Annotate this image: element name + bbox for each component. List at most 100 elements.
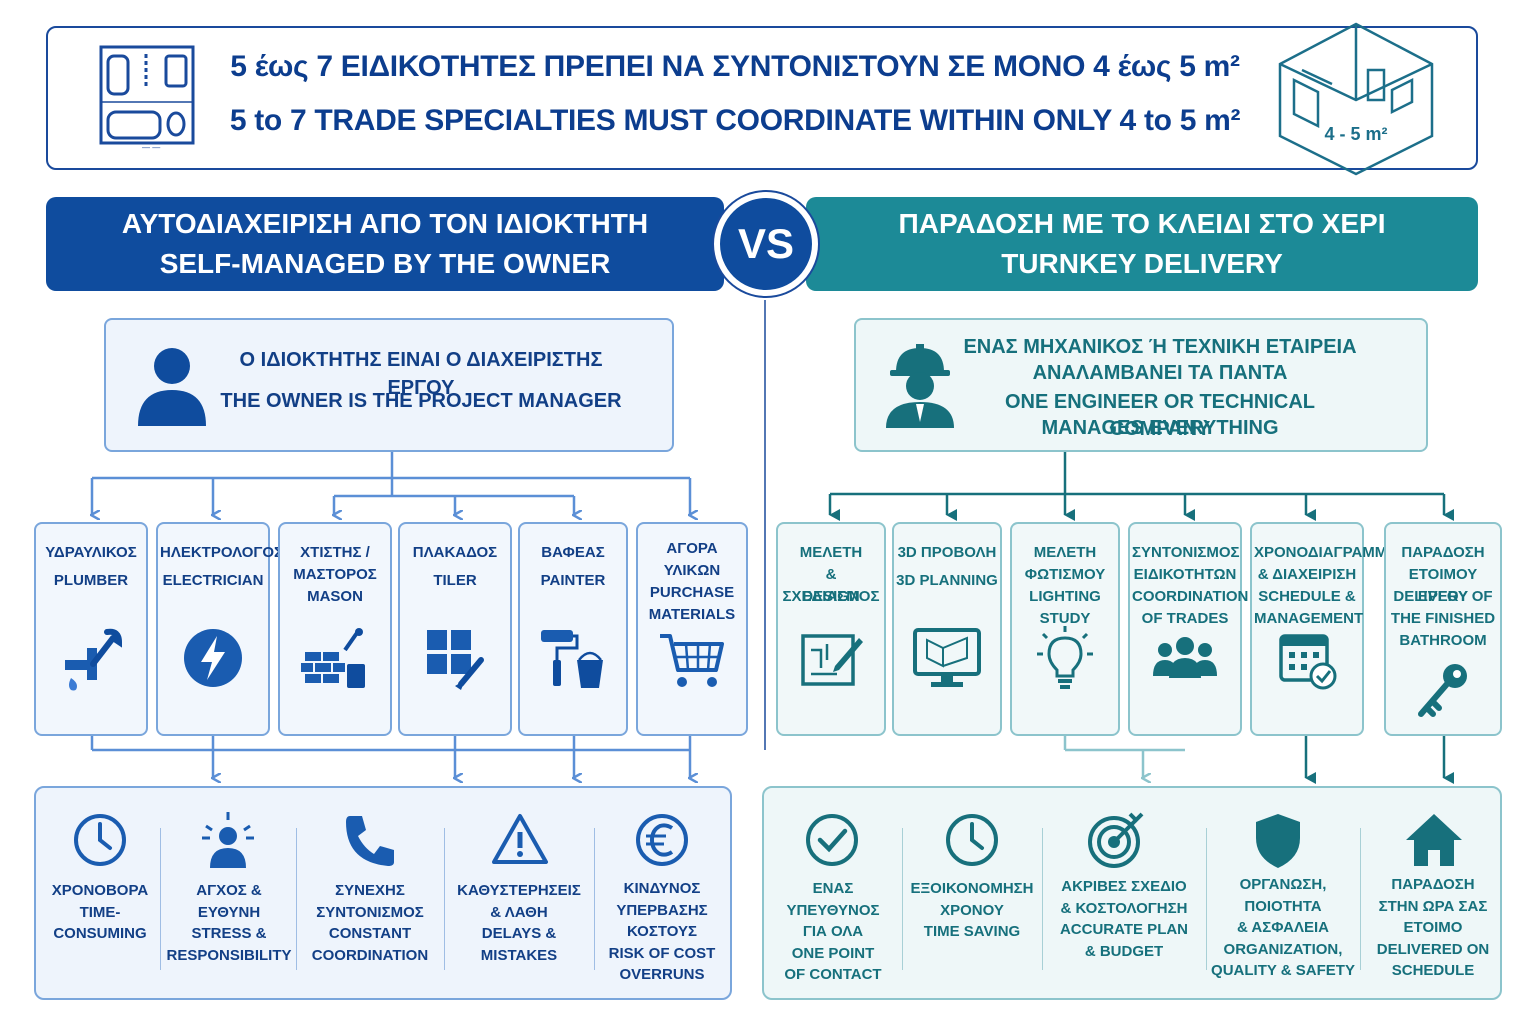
service-card-3d-planning: 3D ΠΡΟΒΟΛΗ 3D PLANNING [892, 522, 1002, 736]
card-title-line: ΠΑΡΑΔΟΣΗ [1401, 544, 1485, 561]
card-title-line: 3D PLANNING [896, 572, 998, 589]
banner-left-english: SELF-MANAGED BY THE OWNER [159, 248, 611, 279]
service-card-design: ΜΕΛΕΤΗ & ΣΧΕΔΙΑΣΜΟΣ DESIGN [776, 522, 886, 736]
card-title-line: ΕΙΔΙΚΟΤΗΤΩΝ [1133, 566, 1237, 583]
benefit-separator [1360, 828, 1361, 970]
card-title-line: MASON [307, 588, 363, 605]
card-title-line: ΠΛΑΚΑΔΟΣ [412, 544, 498, 561]
card-title-line: ΦΩΤΙΣΜΟΥ [1024, 566, 1106, 583]
service-card-coordination: ΣΥΝΤΟΝΙΣΜΟΣ ΕΙΔΙΚΟΤΗΤΩΝ COORDINATION OF … [1128, 522, 1249, 736]
card-title-line: & ΔΙΑΧΕΙΡΙΣΗ [1257, 566, 1357, 583]
outcome-separator [296, 828, 297, 970]
card-title-line: ΒΑΦΕΑΣ [541, 544, 605, 561]
banner-self-managed: ΑΥΤΟΔΙΑΧΕΙΡΙΣΗ ΑΠΟ ΤΟΝ ΙΔΙΟΚΤΗΤΗ SELF-MA… [46, 197, 724, 291]
key-icon [1418, 664, 1467, 717]
card-title-line: BATHROOM [1399, 632, 1487, 649]
vs-badge: VS [714, 192, 818, 296]
banner-right-greek: ΠΑΡΑΔΟΣΗ ΜΕ ΤΟ ΚΛΕΙΔΙ ΣΤΟ ΧΕΡΙ [898, 208, 1386, 239]
outcome-separator [444, 828, 445, 970]
card-title-line: 3D ΠΡΟΒΟΛΗ [897, 544, 997, 561]
header-title-greek: 5 έως 7 ΕΙΔΙΚΟΤΗΤΕΣ ΠΡΕΠΕΙ ΝΑ ΣΥΝΤΟΝΙΣΤΟ… [230, 50, 1240, 83]
card-title-line: ΜΕΛΕΤΗ [1033, 544, 1097, 561]
card-title-line: STUDY [1039, 610, 1091, 627]
trade-card-plumber: ΥΔΡΑΥΛΙΚΟΣ PLUMBER [34, 522, 148, 736]
card-title-line: PURCHASE [649, 584, 735, 601]
shield-icon [1256, 814, 1300, 868]
check-circle-icon [806, 814, 858, 866]
card-title-line: OF TRADES [1141, 610, 1229, 627]
benefit-separator [902, 828, 903, 970]
service-card-schedule: ΧΡΟΝΟΔΙΑΓΡΑΜΜΑ & ΔΙΑΧΕΙΡΙΣΗ SCHEDULE & M… [1250, 522, 1399, 736]
engineer-hardhat-icon [886, 344, 954, 428]
svg-text:— —: — — [142, 143, 160, 152]
stressed-person-icon [202, 812, 254, 868]
banner-left-greek: ΑΥΤΟΔΙΑΧΕΙΡΙΣΗ ΑΠΟ ΤΟΝ ΙΔΙΟΚΤΗΤΗ [121, 208, 649, 239]
owner-outcomes-box [34, 786, 732, 1000]
card-title-line: DESIGN [802, 588, 860, 605]
header-title-english: 5 to 7 TRADE SPECIALTIES MUST COORDINATE… [229, 104, 1241, 137]
euro-icon [636, 814, 688, 866]
person-icon [138, 348, 206, 426]
bathroom-isometric-icon: 4 - 5 m² [1278, 22, 1434, 176]
engineer-role-box [854, 318, 1428, 452]
target-icon [1088, 812, 1144, 868]
card-title-line: ΜΕΛΕΤΗ [799, 544, 863, 561]
lightbulb-icon [1037, 626, 1093, 689]
card-title-line: ΜΑΣΤΟΡΟΣ [293, 566, 377, 583]
card-title-line: ΗΛΕΚΤΡΟΛΟΓΟΣ [160, 544, 284, 561]
card-title-line: ELECTRICIAN [162, 572, 264, 589]
card-title-line: LIGHTING [1029, 588, 1101, 605]
engineer-role-greek-2: ΑΝΑΛΑΜΒΑΝΕΙ ΤΑ ΠΑΝΤΑ [1032, 362, 1288, 384]
warning-icon [492, 814, 548, 864]
pipe-wrench-icon [65, 628, 123, 691]
service-card-lighting-study: ΜΕΛΕΤΗ ΦΩΤΙΣΜΟΥ LIGHTING STUDY [1010, 522, 1120, 736]
owner-role-english: THE OWNER IS THE PROJECT MANAGER [220, 390, 622, 412]
card-title-line: PAINTER [540, 572, 606, 589]
trade-card-purchase-materials: ΑΓΟΡΑ ΥΛΙΚΩΝ PURCHASE MATERIALS [636, 522, 748, 736]
service-card-delivery: ΠΑΡΑΔΟΣΗ ΕΤΟΙΜΟΥ ΕΡΓΟΥ DELIVERY OF THE F… [1384, 522, 1502, 736]
bricks-trowel-icon [301, 628, 365, 688]
owner-role-greek: Ο ΙΔΙΟΚΤΗΤΗΣ ΕΙΝΑΙ Ο ΔΙΑΧΕΙΡΙΣΤΗΣ ΕΡΓΟΥ [239, 349, 603, 399]
card-title-line: SCHEDULE & [1258, 588, 1356, 605]
card-title-line: & ΣΧΕΔΙΑΣΜΟΣ [782, 566, 880, 605]
card-title-line: ΑΓΟΡΑ [666, 540, 718, 557]
house-icon [1406, 814, 1462, 866]
card-title-line: THE FINISHED [1390, 610, 1496, 627]
banner-right-english: TURNKEY DELIVERY [1001, 248, 1283, 279]
card-title-line: MATERIALS [648, 606, 736, 623]
engineer-role-english-1: ONE ENGINEER OR TECHNICAL COMPANY [1004, 391, 1316, 440]
shopping-cart-icon [660, 634, 724, 687]
room-size-badge: 4 - 5 m² [1324, 124, 1387, 144]
owner-role-box [104, 318, 674, 452]
trade-card-electrician: ΗΛΕΚΤΡΟΛΟΓΟΣ ELECTRICIAN [156, 522, 284, 736]
clock-icon [74, 814, 126, 866]
card-title-line: ΧΡΟΝΟΔΙΑΓΡΑΜΜΑ [1254, 544, 1399, 561]
blueprint-pencil-icon [801, 634, 863, 686]
outcome-separator [160, 828, 161, 970]
card-title-line: TILER [433, 572, 477, 589]
engineer-role-english-2: MANAGES EVERYTHING [1041, 417, 1279, 439]
card-title-line: ΥΔΡΑΥΛΙΚΟΣ [45, 544, 137, 561]
trade-card-mason: ΧΤΙΣΤΗΣ / ΜΑΣΤΟΡΟΣ MASON [278, 522, 392, 736]
card-title-line: PLUMBER [53, 572, 129, 589]
engineer-role-greek-1: ΕΝΑΣ ΜΗΧΑΝΙΚΟΣ Ή ΤΕΧΝΙΚΗ ΕΤΑΙΡΕΙΑ [963, 336, 1357, 358]
benefit-separator [1206, 828, 1207, 970]
card-title-line: COORDINATION [1132, 588, 1249, 605]
monitor-3d-icon [913, 628, 981, 687]
clock-icon [946, 814, 998, 866]
phone-icon [346, 816, 394, 866]
card-title-line: ΕΤΟΙΜΟΥ ΕΡΓΟΥ [1408, 566, 1478, 605]
tiles-icon [427, 630, 484, 690]
benefit-separator [1042, 828, 1043, 970]
card-title-line: DELIVERY OF [1393, 588, 1493, 605]
card-title-line: ΣΥΝΤΟΝΙΣΜΟΣ [1132, 544, 1240, 561]
